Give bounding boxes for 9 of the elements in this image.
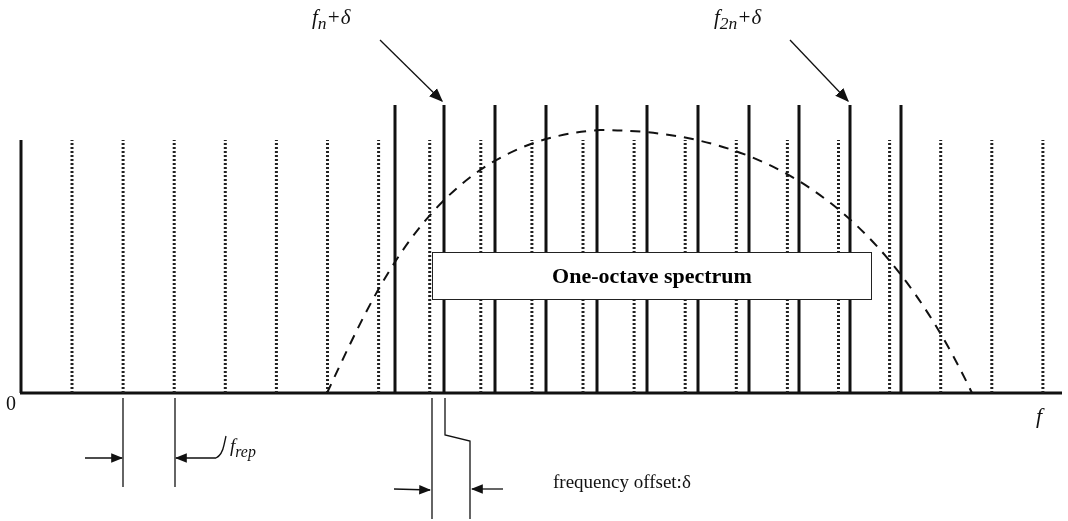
axis-origin-label: 0 <box>6 392 16 414</box>
spectrum-label-box: One-octave spectrum <box>432 252 872 300</box>
leader-arrow <box>789 39 849 102</box>
axis-label: f <box>1036 404 1043 429</box>
leader-arrow <box>379 39 443 102</box>
frequency-label: f$_{n}$+δ <box>312 6 351 34</box>
spacing-label: f$_{rep}$ <box>230 436 256 461</box>
frequency-label: f$_{2n}$+δ <box>714 6 762 34</box>
offset-label: frequency offset:δ <box>553 472 691 493</box>
